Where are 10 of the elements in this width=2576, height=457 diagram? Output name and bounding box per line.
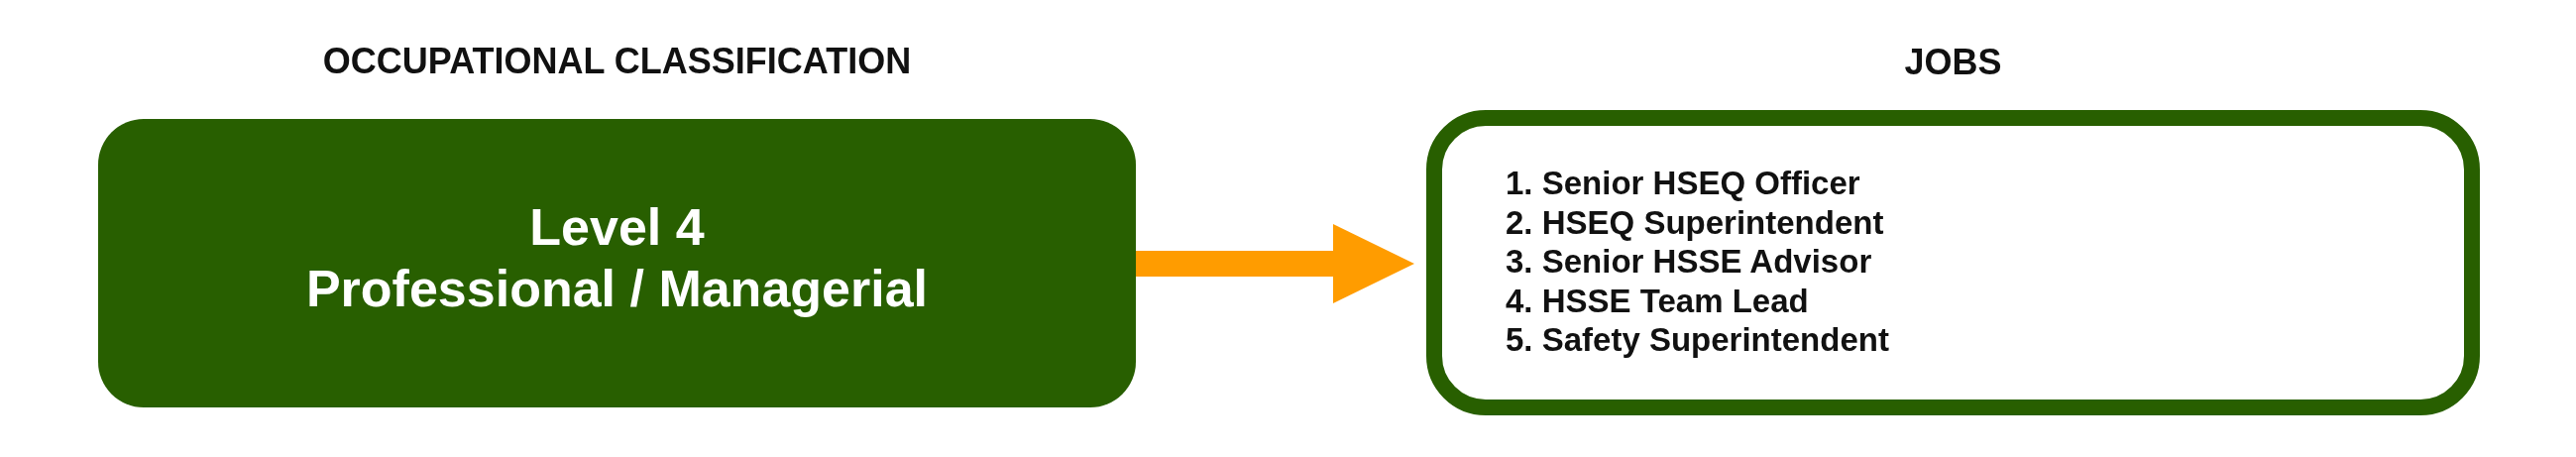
job-item: 1. Senior HSEQ Officer: [1506, 164, 1860, 203]
column-heading: JOBS: [1904, 43, 2002, 82]
job-item: 5. Safety Superintendent: [1506, 320, 1889, 360]
job-item: 3. Senior HSSE Advisor: [1506, 242, 1872, 282]
level-subtitle: Professional / Managerial: [305, 258, 929, 319]
column-heading: OCCUPATIONAL CLASSIFICATION: [322, 42, 912, 81]
level-title: Level 4: [529, 196, 705, 258]
arrow: [1136, 224, 1414, 303]
job-item: 4. HSSE Team Lead: [1506, 281, 1809, 320]
job-item: 2. HSEQ Superintendent: [1506, 202, 1884, 242]
